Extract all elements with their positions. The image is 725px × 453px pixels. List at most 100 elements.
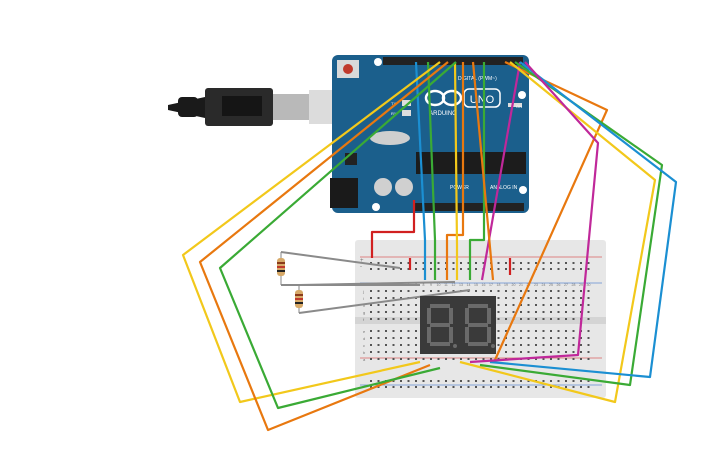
breadboard-hole: [535, 318, 537, 320]
breadboard-hole: [535, 262, 537, 264]
breadboard-hole: [407, 351, 410, 353]
breadboard-hole: [587, 351, 590, 353]
breadboard-hole: [460, 386, 462, 388]
breadboard-hole: [467, 380, 470, 382]
breadboard-hole: [527, 344, 530, 346]
breadboard-hole: [407, 262, 410, 264]
breadboard-hole: [550, 262, 552, 264]
breadboard-hole: [557, 268, 560, 270]
breadboard-hole: [482, 358, 485, 360]
breadboard-hole: [580, 297, 582, 299]
breadboard-hole: [415, 330, 417, 332]
breadboard-hole: [407, 337, 410, 339]
breadboard-hole: [550, 337, 552, 339]
breadboard-hole: [467, 268, 470, 270]
breadboard-hole: [392, 290, 395, 292]
breadboard-hole: [370, 344, 372, 346]
breadboard-hole: [400, 318, 402, 320]
breadboard-hole: [512, 386, 515, 388]
breadboard-hole: [407, 358, 410, 360]
breadboard-hole: [497, 337, 500, 339]
breadboard-hole: [377, 351, 380, 353]
breadboard-hole: [527, 262, 530, 264]
breadboard-hole: [565, 268, 567, 270]
breadboard-hole: [415, 318, 417, 320]
breadboard-hole: [587, 358, 590, 360]
column-number: 29: [579, 283, 583, 287]
breadboard-hole: [542, 268, 545, 270]
breadboard-hole: [430, 386, 432, 388]
breadboard-hole: [415, 358, 417, 360]
breadboard-hole: [377, 262, 380, 264]
breadboard-hole: [377, 380, 380, 382]
wire-blue-right: [489, 61, 678, 379]
breadboard-hole: [512, 351, 515, 353]
breadboard-hole: [512, 344, 515, 346]
breadboard-hole: [580, 262, 582, 264]
breadboard-hole: [437, 380, 440, 382]
breadboard-hole: [505, 351, 507, 353]
breadboard-hole: [490, 358, 492, 360]
breadboard-hole: [557, 344, 560, 346]
breadboard-hole: [505, 318, 507, 320]
breadboard-hole: [520, 297, 522, 299]
column-number: 20: [512, 283, 516, 287]
breadboard-hole: [587, 330, 590, 332]
rx-label: RX: [391, 111, 397, 116]
breadboard-hole: [407, 344, 410, 346]
breadboard-hole: [542, 344, 545, 346]
row-letter: f: [363, 317, 365, 322]
breadboard-hole: [407, 311, 410, 313]
row-letter: h: [363, 303, 365, 308]
breadboard-hole: [587, 297, 590, 299]
breadboard-hole: [385, 297, 387, 299]
breadboard-hole: [385, 268, 387, 270]
breadboard-hole: [565, 386, 567, 388]
wire-yellow-right: [459, 61, 657, 404]
breadboard-hole: [580, 358, 582, 360]
column-number: 30: [587, 283, 591, 287]
breadboard-hole: [490, 386, 492, 388]
breadboard-hole: [572, 290, 575, 292]
digit-1: [427, 304, 457, 348]
row-letter: i: [363, 296, 364, 301]
breadboard-hole: [475, 268, 477, 270]
breadboard-hole: [587, 318, 590, 320]
breadboard-hole: [385, 386, 387, 388]
breadboard-hole: [572, 386, 575, 388]
breadboard-hole: [400, 297, 402, 299]
breadboard-hole: [565, 351, 567, 353]
breadboard-hole: [377, 318, 380, 320]
breadboard-hole: [512, 311, 515, 313]
wire-green-1: [426, 61, 437, 280]
wire-green-left: [218, 61, 457, 410]
breadboard-hole: [572, 268, 575, 270]
breadboard-hole: [377, 290, 380, 292]
breadboard-hole: [557, 351, 560, 353]
breadboard-hole: [452, 290, 455, 292]
breadboard-hole: [520, 344, 522, 346]
breadboard-hole: [580, 351, 582, 353]
breadboard-hole: [385, 318, 387, 320]
breadboard-hole: [527, 351, 530, 353]
wires: [181, 61, 678, 432]
breadboard-hole: [542, 297, 545, 299]
column-number: 26: [557, 283, 561, 287]
breadboard-hole: [542, 330, 545, 332]
breadboard-hole: [550, 304, 552, 306]
power-label: POWER: [450, 185, 469, 191]
breadboard-hole: [497, 297, 500, 299]
breadboard-hole: [572, 330, 575, 332]
breadboard-hole: [572, 318, 575, 320]
breadboard-hole: [370, 380, 372, 382]
breadboard-hole: [535, 386, 537, 388]
breadboard-hole: [542, 386, 545, 388]
breadboard-hole: [400, 380, 402, 382]
atmega-chip: [416, 152, 526, 174]
breadboard-hole: [430, 268, 432, 270]
digital-header: [383, 57, 523, 65]
breadboard-hole: [535, 351, 537, 353]
breadboard-hole: [580, 290, 582, 292]
capacitor-1: [374, 178, 392, 196]
breadboard-hole: [490, 290, 492, 292]
